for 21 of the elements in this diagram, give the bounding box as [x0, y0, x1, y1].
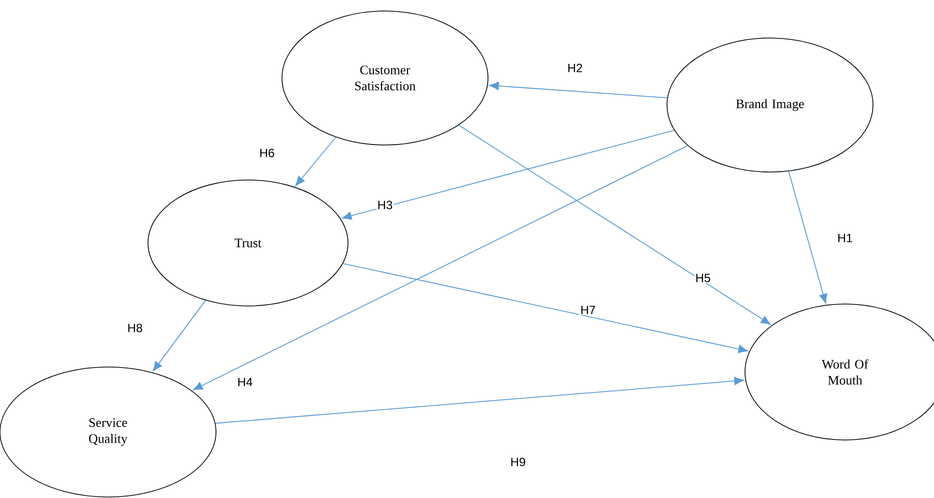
arrow [192, 145, 688, 390]
edge-label: H4 [236, 376, 254, 388]
edge-label: H2 [566, 62, 584, 74]
ellipse-node: Trust [148, 180, 348, 306]
ellipse-node: Customer Satisfaction [282, 10, 488, 146]
arrow [489, 82, 668, 98]
arrow [788, 170, 828, 304]
edge-label: H3 [376, 200, 394, 210]
arrow [295, 136, 336, 186]
edge-label: H9 [509, 456, 527, 468]
arrow [152, 300, 206, 372]
ellipse-node: Brand Image [666, 38, 874, 172]
edge-label: H6 [258, 148, 276, 158]
arrow [342, 263, 748, 354]
edge-label: H8 [126, 322, 144, 334]
arrow [214, 376, 744, 424]
arrow [458, 124, 771, 325]
edge-label: H5 [694, 272, 712, 284]
edge-label: H7 [579, 304, 597, 316]
edge-label: H1 [836, 232, 854, 244]
arrow [342, 130, 675, 220]
